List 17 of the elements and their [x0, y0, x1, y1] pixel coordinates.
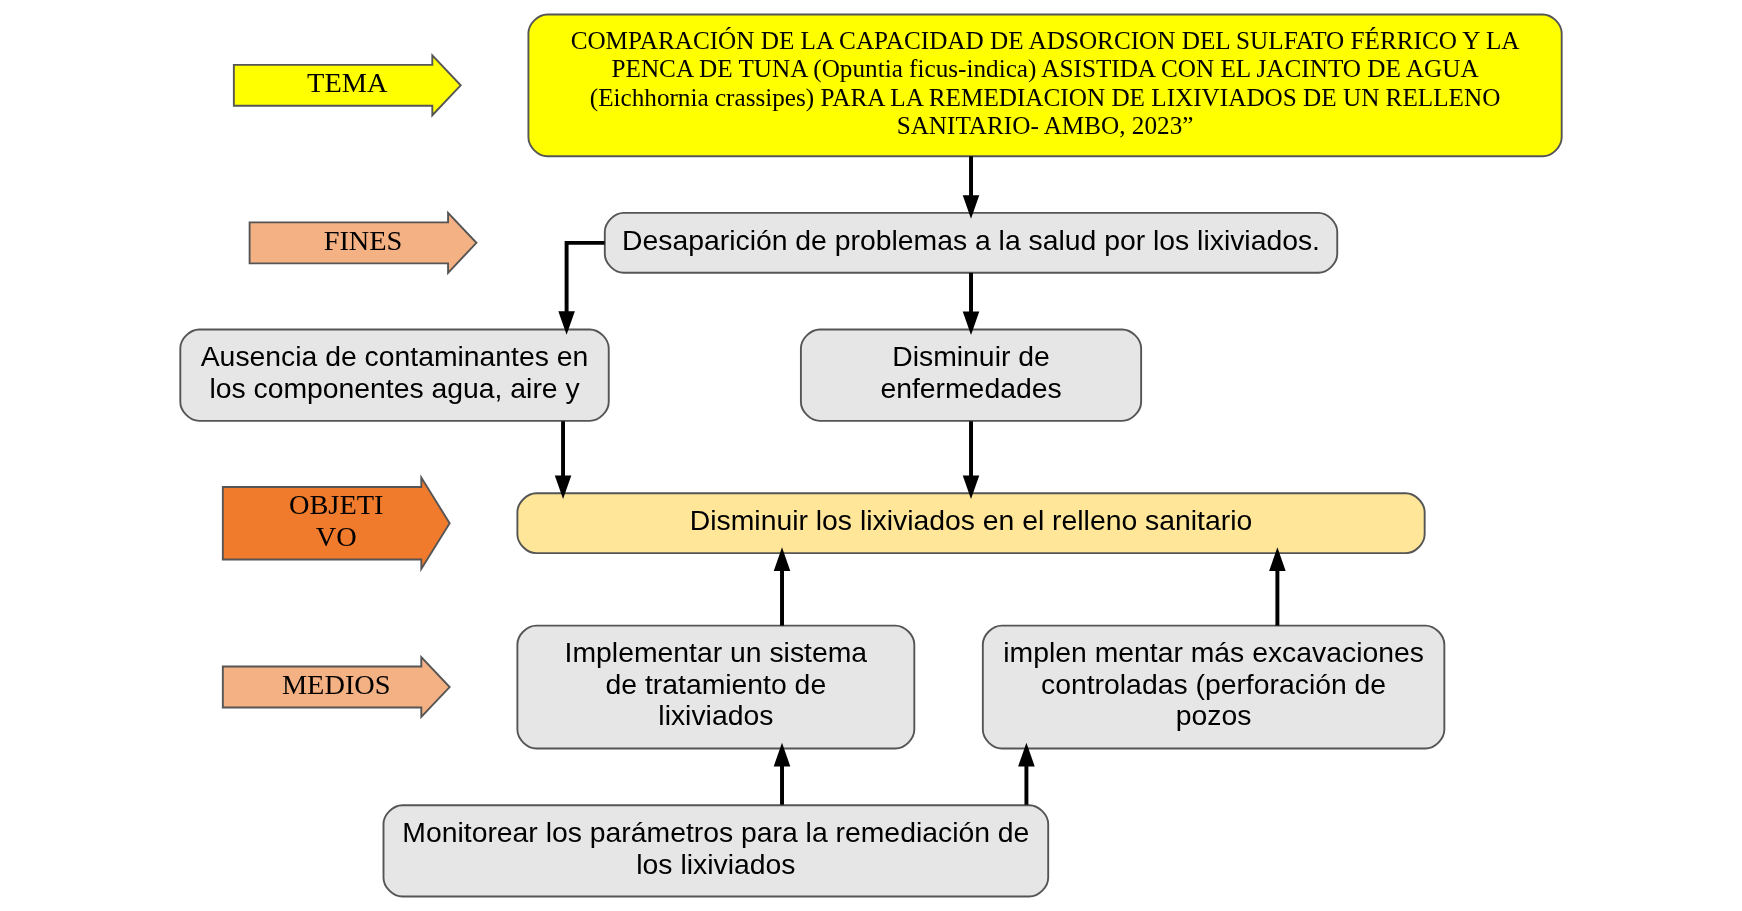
node-box: Monitorear los parámetros para la remediación de los lixiviados: [382, 804, 1050, 898]
node-box: implen mentar más excavaciones controladas (perforación de pozos: [981, 624, 1446, 750]
node-box: Desaparición de problemas a la salud por los lixiviados.: [603, 212, 1339, 274]
arrow: [1018, 742, 1035, 805]
arrow: [554, 421, 572, 500]
arrow: [773, 742, 791, 805]
arrow: [558, 240, 605, 335]
arrow: [962, 156, 980, 219]
node-box: COMPARACIÓN DE LA CAPACIDAD DE ADSORCION DEL SULFATO FÉRRICO Y LA PENCA DE TUNA (Opuntia ficus-indica) ASISTIDA CON EL JACINTO DE AGUA (Eichhornia crassipes) PARA LA REMEDIACION DE LIXIVIADOS DE UN RELLENO SANITARIO- AMBO, 2023”: [527, 13, 1563, 158]
node-box: Disminuir de enfermedades: [799, 328, 1143, 422]
node-box: Ausencia de contaminantes en los componentes agua, aire y: [179, 328, 610, 422]
node-box: Implementar un sistema de tratamiento de lixiviados: [516, 624, 916, 750]
arrow: [773, 547, 791, 626]
arrow: [962, 421, 980, 500]
arrow: [962, 272, 980, 336]
node-box: Disminuir los lixiviados en el relleno sanitario: [516, 492, 1426, 555]
arrow: [1269, 547, 1286, 626]
